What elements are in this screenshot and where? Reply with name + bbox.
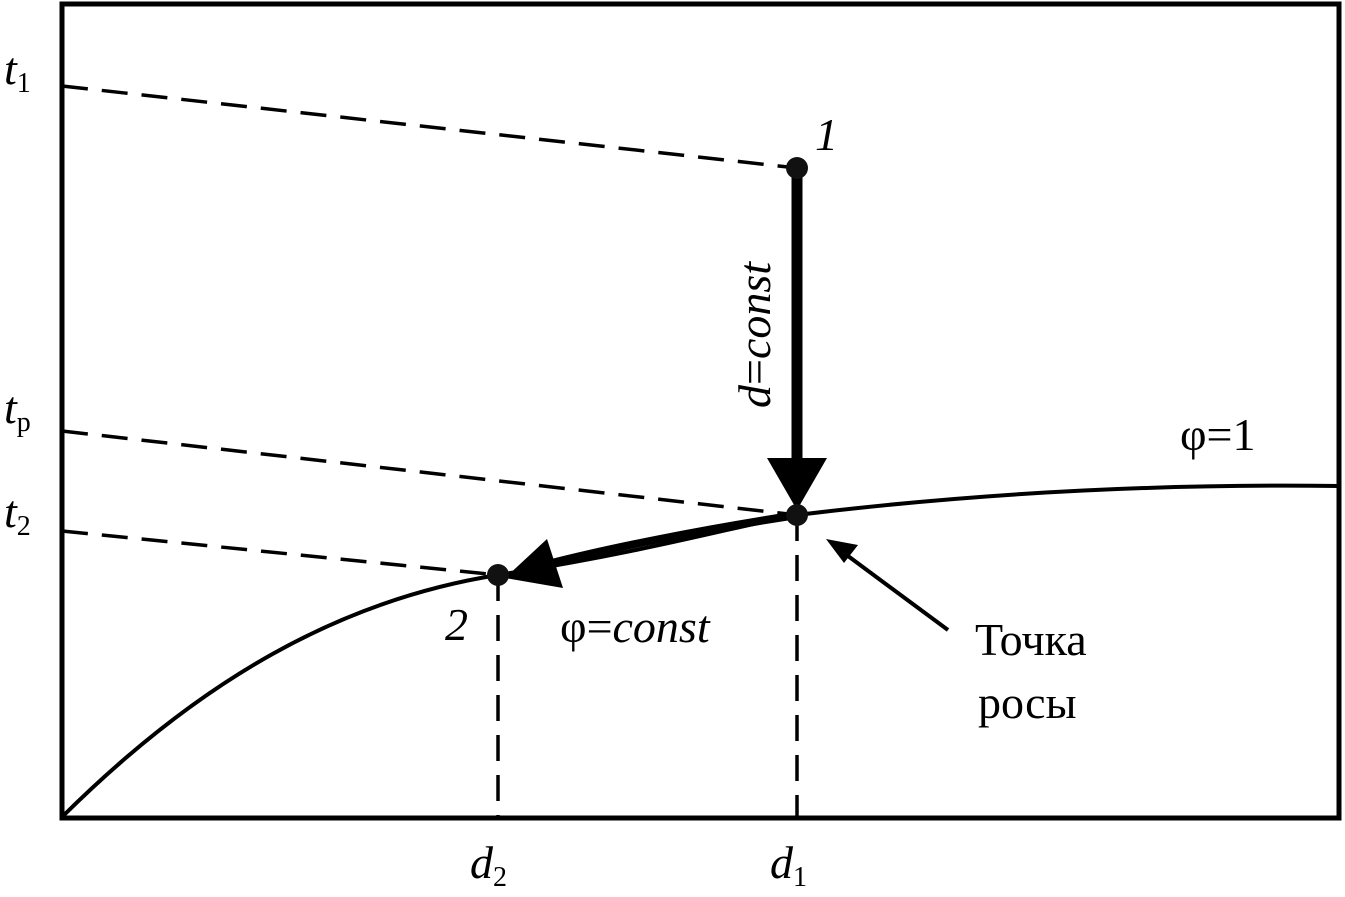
annotation-dew-point-line2: росы xyxy=(978,677,1076,728)
guide-t2 xyxy=(61,529,499,577)
label-phi-const: φ=const xyxy=(560,601,711,652)
saturation-curve xyxy=(60,483,1340,819)
point-label-1: 1 xyxy=(815,109,838,160)
label-phi-1: φ=1 xyxy=(1180,409,1256,460)
label-t1: t1 xyxy=(4,43,31,99)
dew-point-marker xyxy=(786,504,808,526)
annotation-arrowhead xyxy=(826,539,858,563)
state-point-1 xyxy=(786,157,808,179)
label-d1: d1 xyxy=(770,837,807,893)
plot-frame xyxy=(59,1,1342,821)
guide-t1 xyxy=(61,84,798,170)
state-point-2 xyxy=(487,564,509,586)
process-arrow-curve xyxy=(547,511,798,568)
label-d-const: d=const xyxy=(729,261,780,408)
annotation-arrow-line xyxy=(846,554,950,632)
label-t2: t2 xyxy=(4,486,31,542)
label-tp: tр xyxy=(4,382,31,438)
dashed-guides xyxy=(61,84,799,818)
arrowhead-down xyxy=(767,458,827,510)
label-d2: d2 xyxy=(470,837,507,893)
guide-tp xyxy=(61,429,798,517)
point-label-2: 2 xyxy=(445,599,468,650)
annotation-dew-point-line1: Точка xyxy=(975,614,1087,665)
arrowhead-left xyxy=(505,539,563,588)
